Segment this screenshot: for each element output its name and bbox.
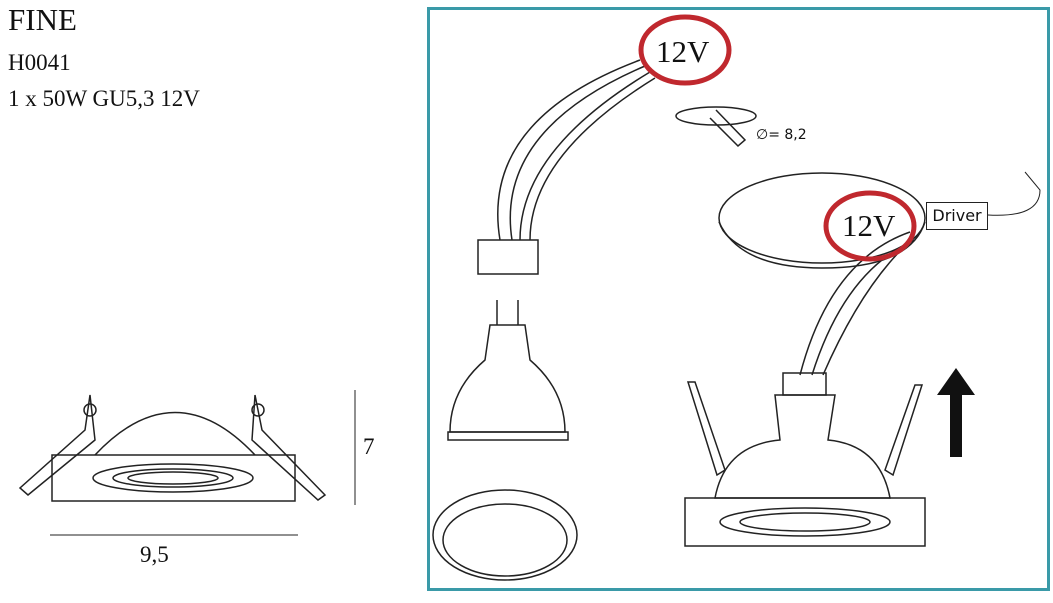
width-dimension: 9,5 [140,542,169,567]
driver-box: Driver [926,202,988,230]
product-name: FINE [8,2,77,37]
highlight-circle-1 [638,14,732,86]
highlight-circle-2 [823,190,917,262]
voltage-label-lamp: 12V [656,34,710,69]
product-spec: 1 x 50W GU5,3 12V [8,86,200,111]
cutout-diameter: ∅= 8,2 [756,127,807,143]
product-code: H0041 [8,50,71,75]
up-arrow-icon [937,368,975,457]
installation-panel [427,7,1050,591]
height-dimension: 7 [363,434,375,459]
voltage-label-driver: 12V [842,208,896,243]
